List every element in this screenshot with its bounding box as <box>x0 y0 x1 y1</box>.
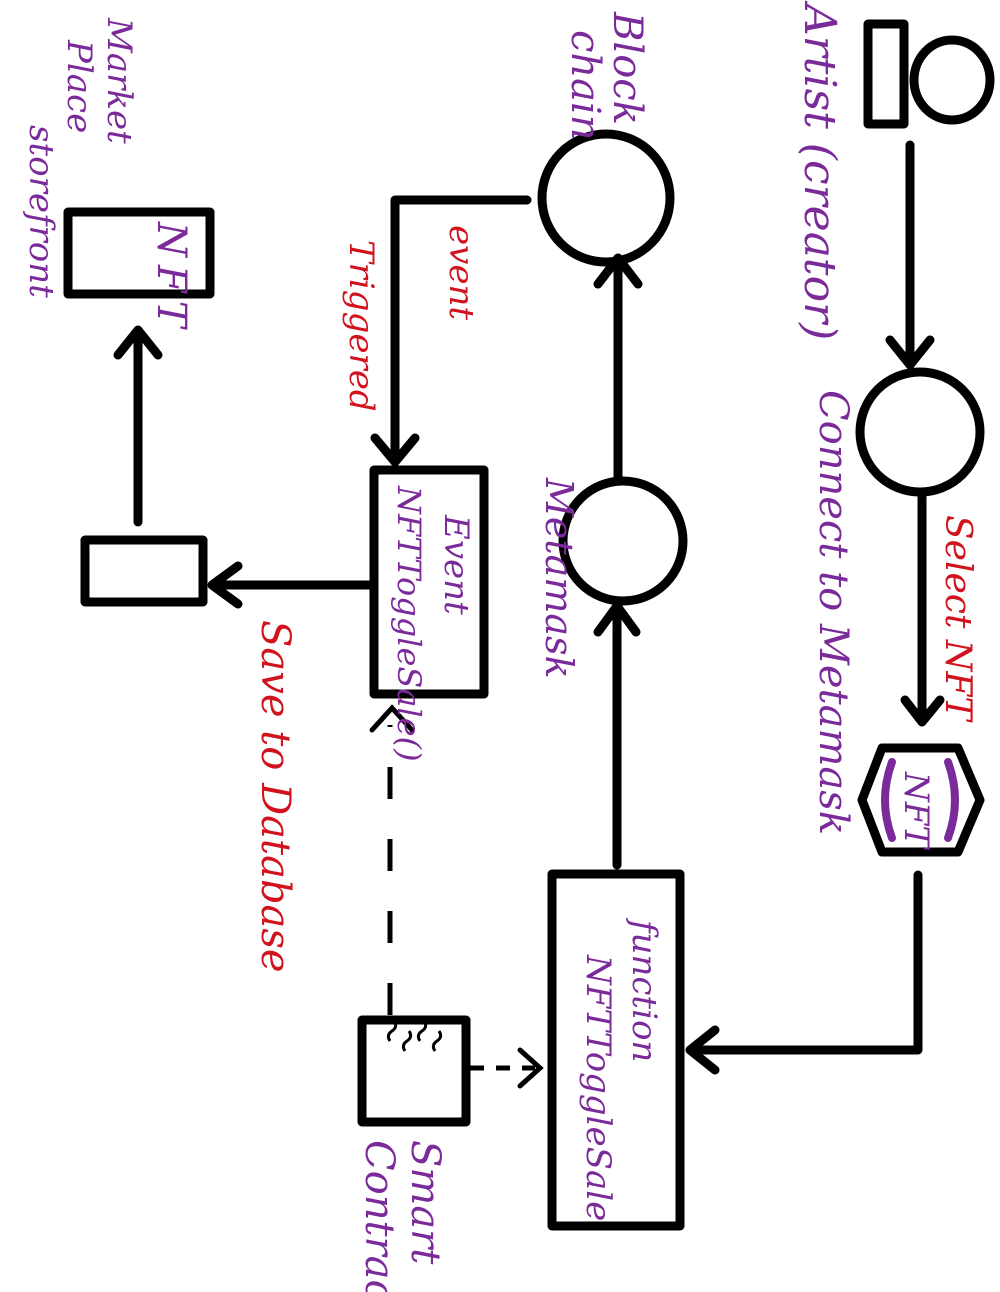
arrowhead-nft-function <box>685 1025 720 1075</box>
smart-contract-scribble-1 <box>386 1020 443 1052</box>
label-triggered: Triggered <box>341 240 381 412</box>
label-event-emitted: event <box>441 225 481 320</box>
label-event-title: Event <box>436 514 476 615</box>
arrowhead-function-metamask <box>593 601 641 637</box>
node-marketplace-nft <box>63 207 215 299</box>
node-connect-metamask <box>855 367 985 497</box>
label-market-3: storefront <box>21 125 61 298</box>
label-save-database: Save to Database <box>252 620 298 973</box>
label-blockchain-2: chain <box>562 30 608 141</box>
node-function-toggle-sale <box>547 869 685 1231</box>
node-metamask <box>558 476 688 606</box>
artist-actor <box>863 19 995 129</box>
node-event-toggle-sale <box>369 465 489 699</box>
label-function-title: function <box>624 917 664 1062</box>
artist-head <box>909 35 995 125</box>
nft-badge-paren-left <box>881 758 896 842</box>
label-blockchain-1: Block <box>604 11 650 125</box>
label-artist: Artist (creator) <box>794 0 845 340</box>
edge-nft-to-function <box>687 870 923 1055</box>
label-marketplace-nft: NFT <box>148 221 194 335</box>
arrowhead-event-database <box>207 561 243 609</box>
arrowhead-artist-connect <box>885 335 935 370</box>
label-smart-1: Smart <box>402 1140 448 1265</box>
nft-badge-paren-right <box>944 758 959 842</box>
edge-blockchain-to-event <box>390 195 532 460</box>
node-smart-contract <box>357 1015 471 1127</box>
label-smart-2: Contract <box>356 1140 402 1292</box>
label-metamask: Metamask <box>537 477 581 679</box>
node-nft-badge <box>857 743 985 857</box>
label-select-nft: Select NFT <box>937 515 978 723</box>
arrowhead-smart-event <box>369 704 415 733</box>
label-function-name: NFTToggleSale <box>578 954 618 1221</box>
label-nft-badge: NFT <box>896 771 936 850</box>
artist-body <box>863 19 909 129</box>
label-market-1: Market <box>99 17 139 144</box>
label-event-name: NFTToggleSale() <box>390 485 428 762</box>
arrowhead-blockchain-event <box>370 433 420 467</box>
label-connect-metamask: Connect to Metamask <box>810 390 856 835</box>
arrowhead-connect-nft <box>900 695 945 727</box>
arrowhead-database-marketplace <box>113 325 163 360</box>
node-blockchain <box>537 129 675 267</box>
arrowhead-smart-function <box>517 1047 544 1089</box>
node-database <box>80 535 208 607</box>
label-market-2: Place <box>59 39 99 133</box>
